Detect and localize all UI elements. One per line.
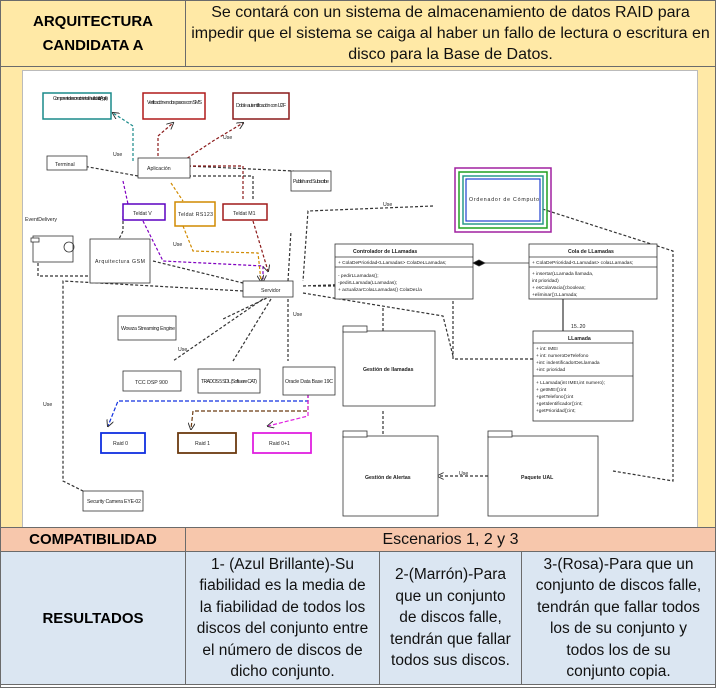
results-line: todos sus discos. bbox=[391, 652, 510, 670]
results-line: la fiabilidad de todos los bbox=[199, 598, 366, 616]
compat-label: COMPATIBILIDAD bbox=[29, 531, 157, 548]
results-col1: 1- (Azul Brillante)-Su fiabilidad es la … bbox=[185, 551, 380, 685]
use-label: Use bbox=[43, 402, 52, 408]
results-line: todos los de su bbox=[566, 641, 671, 659]
architecture-label-cell: ARQUITECTURA CANDIDATA A bbox=[0, 0, 186, 67]
use-label: Use bbox=[113, 152, 122, 158]
results-line: los de su conjunto y bbox=[549, 620, 687, 637]
results-line: 1- (Azul Brillante)-Su bbox=[211, 555, 354, 573]
use-label: Use bbox=[178, 347, 187, 353]
controlador-attr: + ColaDePrioridad<LLamadas> ColaDeLLamad… bbox=[338, 260, 446, 266]
wowza-label: Wowza Streaming Engine bbox=[121, 326, 175, 332]
results-line: conjunto de discos falle, bbox=[535, 577, 702, 594]
results-label-cell: RESULTADOS bbox=[0, 551, 186, 685]
architecture-description: Se contará con un sistema de almacenamie… bbox=[191, 4, 710, 63]
tcc-label: TCC DSP 900 bbox=[135, 380, 168, 386]
diagram-canvas: Componente de reconocimiento de huella d… bbox=[22, 70, 698, 528]
use-label: Use bbox=[383, 202, 392, 208]
cola-attr: + ColaDePrioridad<LLamadas> colaLLamadas… bbox=[532, 260, 633, 266]
llamada-attr: +int: prioridad bbox=[536, 367, 566, 373]
cola-title: Cola de LLamadas bbox=[568, 249, 614, 255]
controlador-title: Controlador de LLamadas bbox=[353, 249, 417, 255]
u2f-label: Doble autentificación con U2F bbox=[236, 103, 286, 109]
llamada-method: + LLamada(int IMEI,int numero); bbox=[536, 380, 605, 386]
use-label: Use bbox=[293, 312, 302, 318]
next-row-edge bbox=[0, 684, 716, 688]
teldat-v-label: Teldat V bbox=[133, 211, 152, 217]
llamada-method: + getIMEI():int bbox=[536, 387, 567, 393]
llamada-title: LLamada bbox=[568, 336, 591, 342]
results-line: dicho conjunto. bbox=[230, 663, 335, 680]
raid01-label: Raid 0+1 bbox=[269, 441, 290, 447]
results-line: que un conjunto bbox=[395, 587, 506, 605]
architecture-label: ARQUITECTURA CANDIDATA A bbox=[33, 12, 153, 54]
llamada-attr: + int: IMEI bbox=[536, 346, 558, 352]
results-line: tendrán que fallar bbox=[390, 630, 511, 648]
results-col2: 2-(Marrón)-Para que un conjunto de disco… bbox=[379, 551, 522, 685]
raid0-label: Raid 0 bbox=[113, 441, 128, 447]
teldat-m1-label: Teldat M1 bbox=[233, 211, 256, 217]
results-line: el número de discos de bbox=[202, 641, 363, 659]
fingerprint-label: Componente de reconocimiento de huella d… bbox=[53, 96, 108, 102]
cola-method: + insertar(LLamada llamada, bbox=[532, 271, 593, 277]
publish-label: Publish and Subscribe bbox=[293, 179, 329, 185]
results-col3: 3-(Rosa)-Para que un conjunto de discos … bbox=[521, 551, 716, 685]
multiplicity-label: 15..20 bbox=[571, 324, 586, 330]
aplicacion-label: Aplicación bbox=[147, 166, 171, 172]
compat-value-cell: Escenarios 1, 2 y 3 bbox=[185, 527, 716, 552]
camera-label: Security Camera EYE-02 bbox=[87, 499, 141, 505]
llamada-method: +getPrioridad():int; bbox=[536, 408, 576, 414]
raid1-label: Raid 1 bbox=[195, 441, 210, 447]
teldat-rs-label: Teldat RS123 bbox=[178, 212, 213, 218]
results-line: de discos falle, bbox=[399, 609, 502, 627]
cola-method: +eliminar():LLamada; bbox=[532, 292, 577, 298]
sms-label: Verificación en dos pasos con SMS bbox=[147, 100, 203, 106]
architecture-diagram: Componente de reconocimiento de huella d… bbox=[25, 92, 674, 517]
compat-label-cell: COMPATIBILIDAD bbox=[0, 527, 186, 552]
use-label: Use bbox=[173, 242, 182, 248]
gestion-llamadas-label: Gestión de llamadas bbox=[363, 367, 414, 373]
trados-label: TRADOS 5 SDL (Software CAT) bbox=[201, 379, 257, 385]
use-label: Use bbox=[459, 471, 468, 477]
results-line: 3-(Rosa)-Para que un bbox=[543, 555, 694, 573]
results-line: tendrán que fallar todos bbox=[537, 598, 700, 616]
results-label: RESULTADOS bbox=[42, 609, 144, 627]
controlador-method: -pedirLLamada(LLamadas); bbox=[338, 280, 397, 286]
gestion-alertas-label: Gestión de Alertas bbox=[365, 475, 411, 481]
terminal-label: Terminal bbox=[55, 162, 75, 168]
llamada-method: +getTelefono():int bbox=[536, 394, 574, 400]
event-delivery-label: EventDelivery bbox=[25, 217, 57, 223]
cola-method: int prioridad) bbox=[532, 278, 559, 284]
servidor-label: Servidor bbox=[261, 288, 281, 294]
architecture-description-cell: Se contará con un sistema de almacenamie… bbox=[185, 0, 716, 67]
compat-value: Escenarios 1, 2 y 3 bbox=[382, 530, 519, 548]
results-line: 2-(Marrón)-Para bbox=[394, 566, 507, 584]
llamada-attr: +int: indentificadorDeLlamada bbox=[536, 360, 600, 366]
use-label: Use bbox=[223, 135, 232, 141]
cola-method: + esColaVacia():boolean; bbox=[532, 285, 586, 291]
results-line: fiabilidad es la media de bbox=[199, 577, 366, 594]
results-line: conjunto copia. bbox=[566, 663, 671, 680]
controlador-method: + actualizarColaLLamadas() ColaDeLla bbox=[338, 287, 422, 293]
results-line: discos del conjunto entre bbox=[196, 620, 369, 637]
ordenador-label: Ordenador de Cómputo bbox=[469, 197, 539, 203]
controlador-method: - pedirLLamadas(); bbox=[338, 273, 379, 279]
llamada-method: +getIdentificador():int; bbox=[536, 401, 583, 407]
gsm-label: Arquitectura GSM bbox=[95, 259, 145, 265]
oracle-label: Oracle Data Base 19C bbox=[285, 379, 333, 385]
llamada-attr: + int: numeroDeTelefono bbox=[536, 353, 589, 359]
paquete-ual-label: Paquete UAL bbox=[521, 475, 554, 481]
